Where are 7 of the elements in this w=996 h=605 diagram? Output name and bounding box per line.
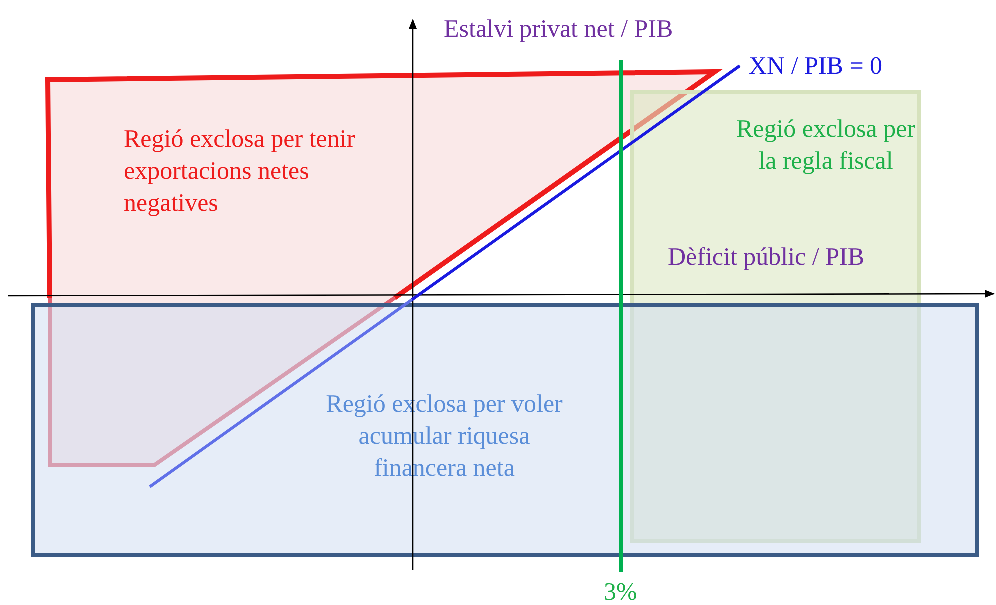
axis-label: Estalvi privat net / PIB bbox=[444, 15, 674, 45]
axis-label: XN / PIB = 0 bbox=[749, 52, 883, 82]
axis-label: Dèficit públic / PIB bbox=[668, 243, 864, 273]
region-label: Regió exclosa per tenir exportacions netes negatives bbox=[124, 125, 356, 219]
excluded-region-box bbox=[31, 303, 979, 557]
region-label: Regió exclosa per la regla fiscal bbox=[735, 115, 917, 177]
axis-label: 3% bbox=[604, 578, 638, 605]
